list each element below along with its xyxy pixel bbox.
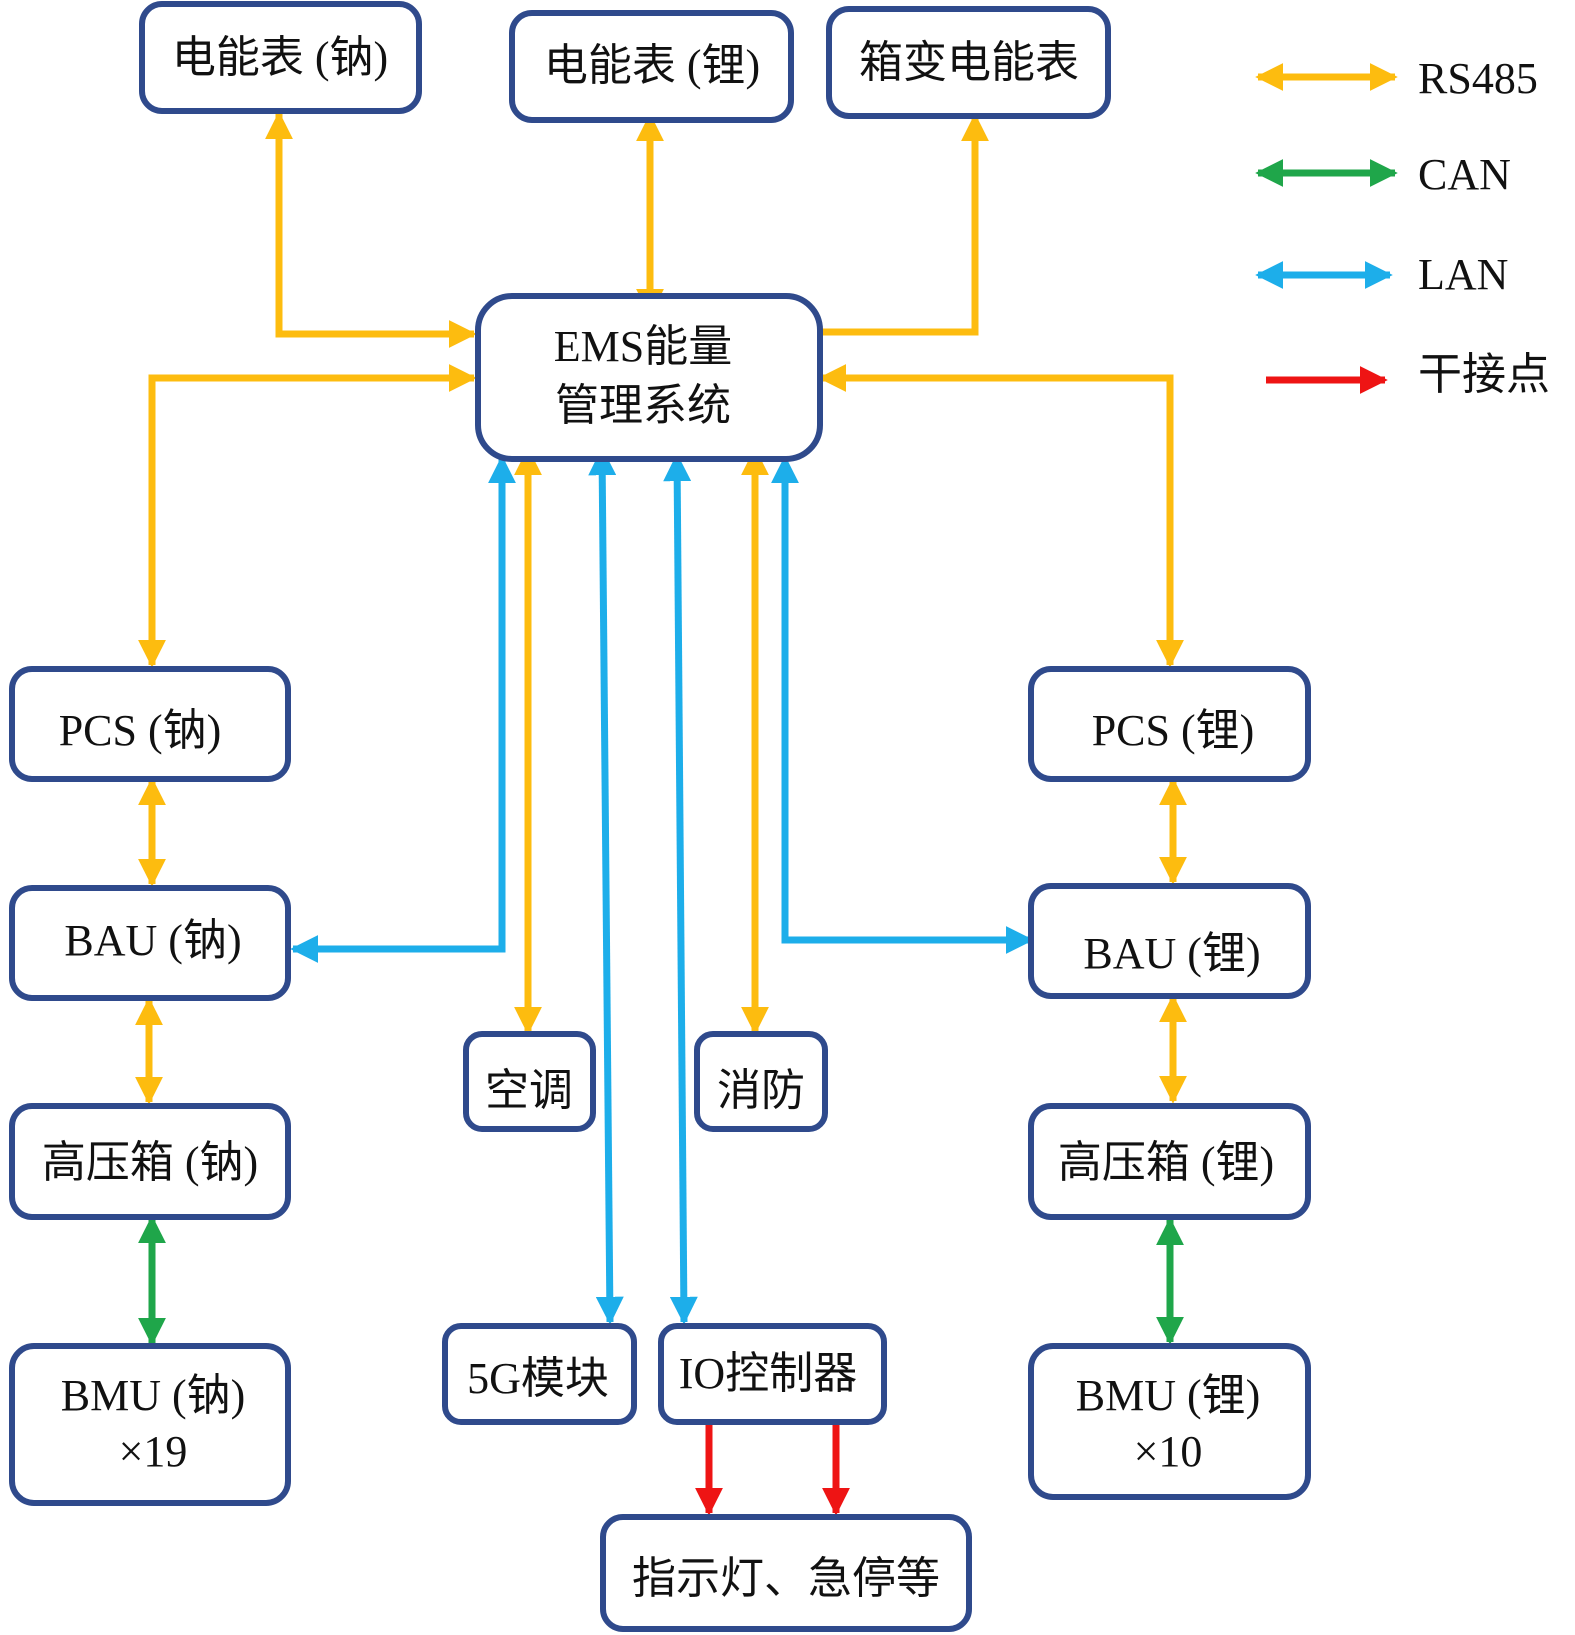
node-io: IO控制器 [658,1323,887,1425]
node-label: 电能表 (锂) [544,41,760,90]
node-label: 消防 [717,1066,805,1115]
node-5g: 5G模块 [442,1323,637,1425]
node-label: IO控制器 [679,1349,857,1398]
node-bmu-li: BMU (锂) ×10 [1028,1343,1311,1500]
legend-label: LAN [1418,250,1508,299]
link-ems-5g [588,447,624,1325]
node-bmu-na: BMU (钠) ×19 [9,1343,291,1506]
node-pcs-li: PCS (锂) [1028,666,1311,782]
node-fire: 消防 [694,1031,828,1132]
legend-label: CAN [1418,150,1511,199]
node-bau-na: BAU (钠) [9,885,291,1001]
node-count: ×10 [1134,1427,1203,1476]
connections [135,111,1187,1516]
node-label: 管理系统 [555,381,731,430]
node-label: 高压箱 (钠) [42,1138,258,1187]
node-meter-na: 电能表 (钠) [139,1,422,114]
legend-item-lan: LAN [1255,250,1508,299]
node-label: 电能表 (钠) [172,33,388,82]
node-label: BAU (锂) [1083,929,1260,978]
node-hv-na: 高压箱 (钠) [9,1103,291,1220]
link-ems-bau-na [290,455,516,963]
node-label: 箱变电能表 [859,38,1079,87]
node-meter-li: 电能表 (锂) [509,10,794,123]
node-label: EMS能量 [554,322,732,371]
node-label: PCS (钠) [59,706,222,755]
node-label: BMU (钠) [61,1371,246,1420]
node-label: PCS (锂) [1092,706,1255,755]
link-ems-io [663,453,698,1325]
node-label: 指示灯、急停等 [632,1554,940,1603]
node-indicator: 指示灯、急停等 [600,1514,972,1632]
node-ems: EMS能量 管理系统 [475,293,823,462]
node-count: ×19 [119,1427,188,1476]
node-pcs-na: PCS (钠) [9,666,291,782]
link-ems-pcs-na [138,364,477,668]
link-ems-bau-li [771,455,1034,954]
node-label: BMU (锂) [1076,1371,1261,1420]
legend-item-dry: 干接点 [1266,350,1550,399]
nodes: 电能表 (钠) 电能表 (锂) 箱变电能表 EMS能量 管理系统 PCS (钠)… [9,1,1311,1632]
legend-label: RS485 [1418,54,1538,103]
node-label: 空调 [485,1066,573,1115]
node-meter-box: 箱变电能表 [826,6,1111,119]
node-label: BAU (钠) [64,916,241,965]
node-bau-li: BAU (锂) [1028,883,1311,999]
link-ems-pcs-li [818,364,1184,668]
link-meter-box-ems [778,113,989,346]
node-label: 5G模块 [467,1354,609,1403]
legend-label: 干接点 [1418,350,1550,399]
legend-item-rs485: RS485 [1255,54,1538,103]
legend-item-can: CAN [1255,150,1511,199]
node-ac: 空调 [463,1031,596,1132]
legend: RS485 CAN LAN 干接点 [1255,54,1550,399]
link-meter-na-ems [265,111,477,348]
node-hv-li: 高压箱 (锂) [1028,1103,1311,1220]
node-label: 高压箱 (锂) [1058,1138,1274,1187]
